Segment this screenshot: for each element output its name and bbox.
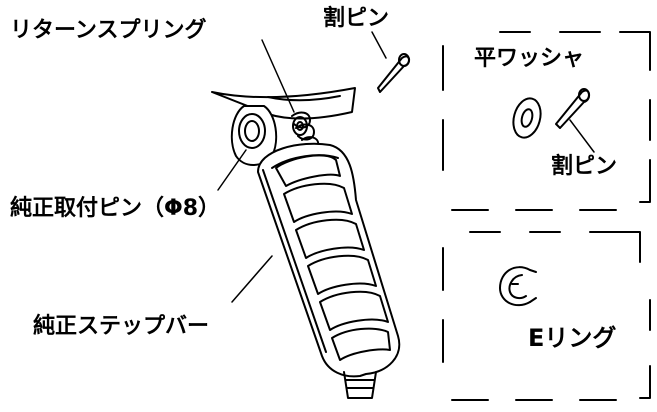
flat-washer-drawing xyxy=(512,97,542,139)
return-spring-label: リターンスプリング xyxy=(10,18,207,43)
frame-bracket xyxy=(211,87,356,120)
e-ring-label: Eリング xyxy=(528,324,617,352)
stock-step-bar-label: 純正ステップバー xyxy=(33,314,210,339)
parts-box-upper xyxy=(442,31,651,211)
step-bar-bolt-end xyxy=(343,371,377,399)
step-bar-body xyxy=(257,142,401,378)
stock-mounting-pin-label: 純正取付ピン（Φ8） xyxy=(10,196,221,221)
leader-lines xyxy=(217,31,387,303)
split-pin-top-label: 割ピン xyxy=(323,6,390,31)
split-pin-box-label: 割ピン xyxy=(551,154,618,179)
e-ring-drawing xyxy=(499,266,537,307)
split-pin-box-drawing xyxy=(555,88,595,153)
mounting-pin-head xyxy=(230,105,278,166)
parts-box-lower xyxy=(442,231,651,401)
split-pin-top-drawing xyxy=(377,53,410,93)
step-bar-rubber-pattern xyxy=(275,154,391,361)
flat-washer-label: 平ワッシャ xyxy=(474,46,585,71)
